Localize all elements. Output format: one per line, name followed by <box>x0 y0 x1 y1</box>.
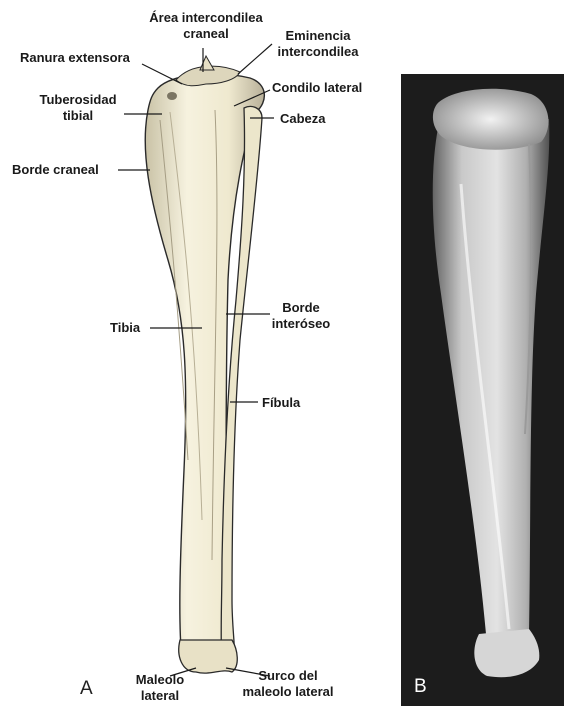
intercondylar-eminence <box>200 56 214 70</box>
label-borde-craneal: Borde craneal <box>12 162 99 178</box>
label-cabeza: Cabeza <box>280 111 326 127</box>
label-maleolo-line1: Maleolo <box>120 672 200 688</box>
label-surco-line2: maleolo lateral <box>228 684 348 700</box>
label-borde-interoseo: Borde interóseo <box>256 300 346 332</box>
label-condilo-lateral: Condilo lateral <box>272 80 362 96</box>
label-area-intercondilea: Área intercondilea craneal <box>140 10 272 42</box>
label-fibula: Fíbula <box>262 395 300 411</box>
label-area-intercondilea-line1: Área intercondilea <box>140 10 272 26</box>
panel-b-letter: B <box>414 676 427 698</box>
label-tuberosidad-line1: Tuberosidad <box>28 92 128 108</box>
label-borde-interoseo-line2: interóseo <box>256 316 346 332</box>
label-eminencia-line2: intercondilea <box>258 44 378 60</box>
label-maleolo-lateral: Maleolo lateral <box>120 672 200 704</box>
label-ranura-extensora: Ranura extensora <box>20 50 130 66</box>
label-borde-interoseo-line1: Borde <box>256 300 346 316</box>
label-tuberosidad-tibial: Tuberosidad tibial <box>28 92 128 124</box>
label-surco-maleolo: Surco del maleolo lateral <box>228 668 348 700</box>
label-maleolo-line2: lateral <box>120 688 200 704</box>
label-surco-line1: Surco del <box>228 668 348 684</box>
label-tuberosidad-line2: tibial <box>28 108 128 124</box>
extensor-groove <box>167 92 177 100</box>
panel-a-letter: A <box>80 678 93 700</box>
leader-ranura <box>142 64 182 84</box>
label-tibia: Tibia <box>110 320 140 336</box>
label-eminencia-line1: Eminencia <box>258 28 378 44</box>
label-area-intercondilea-line2: craneal <box>140 26 272 42</box>
label-eminencia: Eminencia intercondilea <box>258 28 378 60</box>
